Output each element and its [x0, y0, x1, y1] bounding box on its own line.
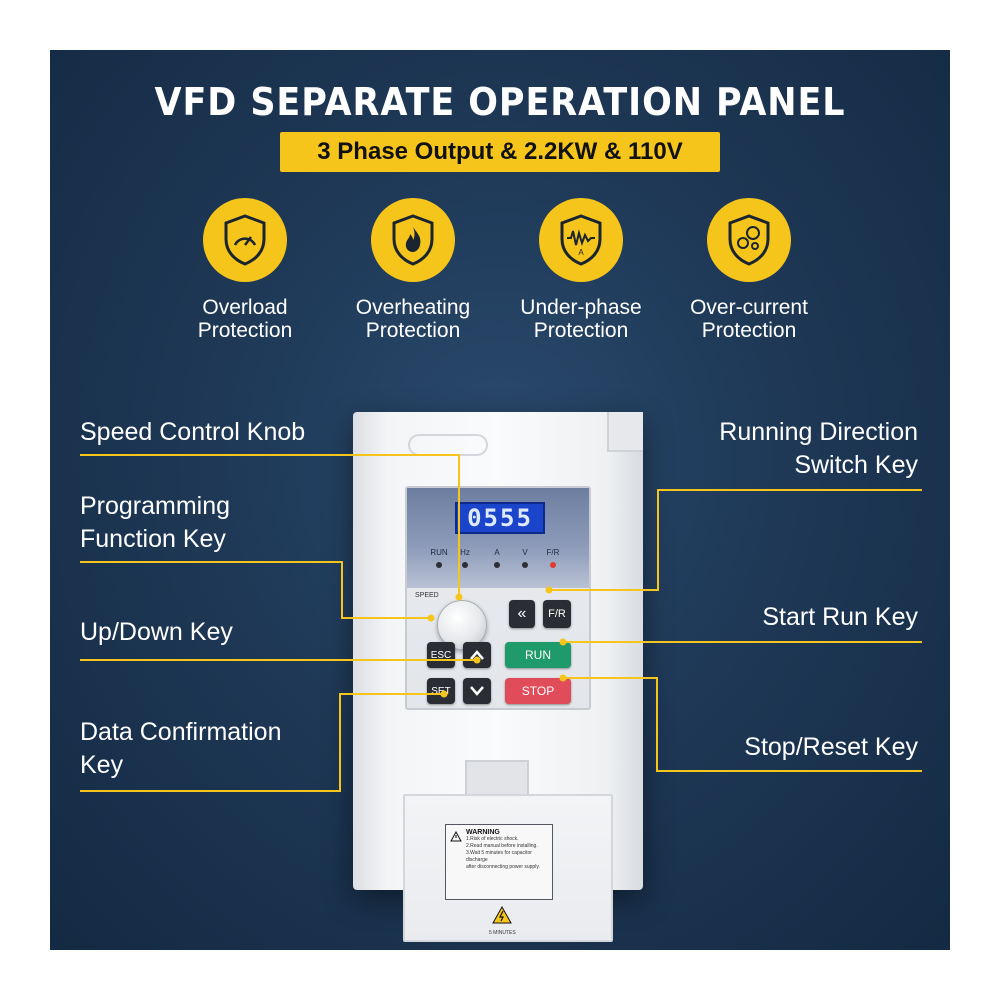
callout-text: Function Key	[80, 525, 226, 553]
run-key[interactable]: RUN	[505, 642, 571, 668]
spec-banner-text: 3 Phase Output & 2.2KW & 110V	[317, 138, 683, 165]
product-image: VFD SEPARATE OPERATION PANEL 3 Phase Out…	[50, 50, 950, 950]
indicator-v: V	[522, 548, 528, 557]
callout-data-confirmation: Data Confirmation Key	[80, 716, 281, 782]
hv-caption: 5 MINUTES	[489, 930, 516, 936]
warning-line: 1.Risk of electric shock.	[466, 836, 519, 842]
page-title: VFD SEPARATE OPERATION PANEL	[154, 80, 846, 124]
feature-label-1: Over-current	[690, 296, 808, 319]
warning-triangle-icon	[450, 831, 462, 842]
shield-gauge-icon	[203, 198, 287, 282]
down-key[interactable]	[463, 678, 491, 704]
feature-label-2: Protection	[701, 319, 797, 342]
spec-banner: 3 Phase Output & 2.2KW & 110V	[280, 132, 720, 172]
shield-wave-icon: A	[539, 198, 623, 282]
feature-overload: Overload Protection	[160, 198, 330, 342]
stop-key[interactable]: STOP	[505, 678, 571, 704]
lcd-display: 0555	[455, 502, 545, 534]
indicator-fr: F/R	[546, 548, 560, 557]
callout-speed-knob: Speed Control Knob	[80, 418, 306, 446]
warning-line: after disconnecting power supply.	[466, 864, 540, 870]
callout-text: Programming	[80, 492, 231, 520]
feature-label-1: Under-phase	[520, 296, 642, 319]
feature-over-current: Over-current Protection	[664, 198, 834, 342]
svg-text:A: A	[578, 248, 584, 257]
cable-slot	[465, 760, 529, 796]
speed-control-knob[interactable]	[437, 600, 487, 650]
led-fr	[550, 562, 556, 568]
callout-text: Key	[80, 751, 124, 779]
shield-flame-icon	[371, 198, 455, 282]
esc-key[interactable]: ESC	[427, 642, 455, 668]
high-voltage-label: 5 MINUTES	[489, 905, 516, 936]
indicator-hz: Hz	[460, 548, 470, 557]
vfd-device: 0555 RUN Hz A V F/R SPEED « F/R ESC	[353, 412, 643, 942]
operation-panel: 0555 RUN Hz A V F/R SPEED « F/R ESC	[405, 486, 591, 710]
callout-updown: Up/Down Key	[80, 618, 233, 646]
speed-label: SPEED	[415, 592, 439, 599]
warning-line: 2.Read manual before installing.	[466, 843, 538, 849]
warning-label: WARNING 1.Risk of electric shock. 2.Read…	[445, 824, 553, 900]
indicator-a: A	[494, 548, 500, 557]
corner-tab	[607, 412, 643, 452]
callout-text: Running Direction	[719, 418, 918, 446]
led-v	[522, 562, 528, 568]
display-panel: 0555 RUN Hz A V F/R	[407, 488, 589, 588]
up-key[interactable]	[463, 642, 491, 668]
led-a	[494, 562, 500, 568]
callout-stop-reset: Stop/Reset Key	[744, 733, 918, 761]
chevron-up-icon	[470, 650, 484, 660]
shift-key[interactable]: «	[509, 600, 535, 628]
warning-line: 3.Wait 5 minutes for capacitor discharge	[466, 850, 532, 863]
display-value: 0555	[467, 504, 533, 532]
feature-label-2: Protection	[365, 319, 461, 342]
callout-direction: Running Direction Switch Key	[719, 416, 918, 482]
callout-start-run: Start Run Key	[762, 603, 918, 631]
led-hz	[462, 562, 468, 568]
feature-overheating: Overheating Protection	[328, 198, 498, 342]
set-key[interactable]: SET	[427, 678, 455, 704]
mounting-slot	[408, 434, 488, 456]
indicator-run: RUN	[430, 548, 448, 557]
feature-label-2: Protection	[197, 319, 293, 342]
led-run	[436, 562, 442, 568]
callout-text: Switch Key	[794, 451, 918, 479]
feature-label-1: Overload	[202, 296, 288, 319]
callout-programming: Programming Function Key	[80, 490, 230, 556]
feature-under-phase: A Under-phase Protection	[496, 198, 666, 342]
shield-bubbles-icon	[707, 198, 791, 282]
warning-title: WARNING	[466, 829, 500, 836]
chevron-down-icon	[470, 686, 484, 696]
feature-label-2: Protection	[533, 319, 629, 342]
feature-label-1: Overheating	[355, 296, 471, 319]
high-voltage-icon	[492, 905, 513, 924]
direction-switch-key[interactable]: F/R	[543, 600, 571, 628]
callout-text: Data Confirmation	[80, 718, 282, 746]
